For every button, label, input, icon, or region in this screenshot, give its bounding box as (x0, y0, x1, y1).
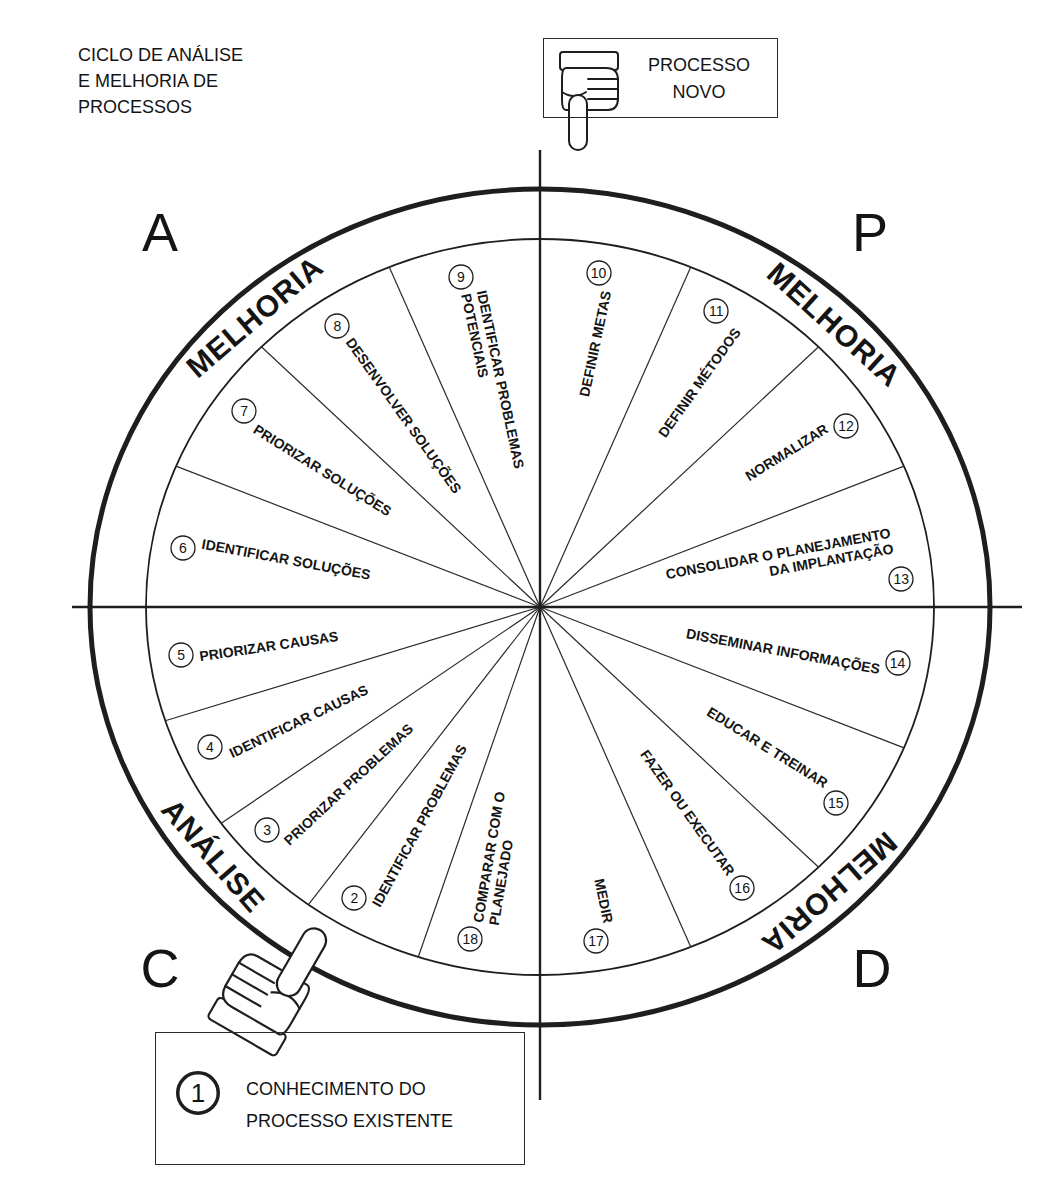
step-number: 17 (583, 928, 609, 954)
step-number: 12 (833, 413, 859, 439)
circle-outline (584, 929, 608, 953)
step-number: 15 (823, 790, 849, 816)
step-number: 6 (170, 535, 196, 561)
circle-outline (342, 886, 366, 910)
step-number-circle: 7PRIORIZAR SOLUÇÕES (231, 398, 257, 424)
quadrant-letter: C (141, 941, 180, 995)
step-number-circle: 15EDUCAR E TREINAR (823, 790, 849, 816)
circle-outline (325, 314, 349, 338)
circle-outline (449, 265, 473, 289)
step-label: EDUCAR E TREINAR (703, 705, 829, 792)
step-label: DEFINIR MÉTODOS (656, 326, 745, 441)
step-number-circle: 8DESENVOLVER SOLUÇÕES (324, 313, 350, 339)
step-label: CONSOLIDAR O PLANEJAMENTO DA IMPLANTAÇÃO (653, 526, 895, 601)
spoke-group (165, 267, 904, 957)
step-label: IDENTIFICAR SOLUÇÕES (201, 536, 372, 583)
step-number-circle: 11DEFINIR MÉTODOS (703, 298, 729, 324)
circle-outline (171, 536, 195, 560)
process-box: PROCESSO NOVO (543, 38, 778, 118)
step-label: PRIORIZAR PROBLEMAS (282, 721, 417, 849)
step-label: PRIORIZAR SOLUÇÕES (250, 422, 394, 520)
step-number-circle: 3PRIORIZAR PROBLEMAS (254, 817, 280, 843)
step-number: 16 (729, 875, 755, 901)
step-number-circle: 1 (176, 1071, 220, 1115)
step-number: 4 (197, 734, 223, 760)
step-number: 14 (885, 650, 911, 676)
diagram-title: CICLO DE ANÁLISE E MELHORIA DE PROCESSOS (78, 42, 253, 120)
step-label: PRIORIZAR CAUSAS (199, 629, 340, 665)
step-number: 13 (888, 566, 914, 592)
pointing-hand (207, 903, 341, 1057)
step-number-circle: 18COMPARAR COM O PLANEJADO (457, 926, 483, 952)
circle-outline (824, 791, 848, 815)
step-number-circle: 12NORMALIZAR (833, 413, 859, 439)
step-number: 3 (254, 817, 280, 843)
step-number-circle: 6IDENTIFICAR SOLUÇÕES (170, 535, 196, 561)
circle-outline (458, 927, 482, 951)
step-number-circle: 10DEFINIR METAS (586, 260, 612, 286)
hand-index-finger (569, 95, 587, 150)
step-label: DESENVOLVER SOLUÇÕES (343, 335, 465, 496)
circle-outline (198, 735, 222, 759)
circle-outline (232, 399, 256, 423)
spoke-line (540, 466, 904, 607)
circle-outline (587, 261, 611, 285)
step-number-circle: 14DISSEMINAR INFORMAÇÕES (885, 650, 911, 676)
step-label: IDENTIFICAR CAUSAS (227, 682, 371, 761)
step-label: MEDIR (590, 877, 615, 924)
circle-outline (169, 643, 193, 667)
step-label: NORMALIZAR (743, 422, 831, 485)
circle-outline (704, 299, 728, 323)
circle-outline (730, 876, 754, 900)
box-text: CONHECIMENTO DO PROCESSO EXISTENTE (246, 1073, 468, 1137)
hand-knuckles (225, 963, 274, 1007)
step-number-circle: 16FAZER OU EXECUTAR (729, 875, 755, 901)
vertical-axis (539, 150, 541, 1100)
step-label: DISSEMINAR INFORMAÇÕES (685, 626, 881, 677)
step-number: 11 (703, 298, 729, 324)
step-number: 5 (168, 642, 194, 668)
step-label: COMPARAR COM O PLANEJADO (471, 773, 527, 926)
step-number-circle: 5PRIORIZAR CAUSAS (168, 642, 194, 668)
process-box: CONHECIMENTO DO PROCESSO EXISTENTE 1 (155, 1032, 525, 1165)
circle-outline (834, 414, 858, 438)
step-label: IDENTIFICAR PROBLEMAS POTENCIAIS (458, 289, 530, 491)
step-number-circle: 2IDENTIFICAR PROBLEMAS (341, 885, 367, 911)
hand-index-finger (272, 924, 330, 1000)
quadrant-letter: P (852, 205, 888, 259)
step-number: 8 (324, 313, 350, 339)
step-number: 2 (341, 885, 367, 911)
horizontal-axis (72, 606, 1022, 608)
step-number: 1 (176, 1071, 220, 1115)
box-text: PROCESSO NOVO (639, 52, 759, 106)
step-number: 18 (457, 926, 483, 952)
step-number: 7 (231, 398, 257, 424)
quadrant-letter: A (142, 205, 178, 259)
step-number-circle: 13CONSOLIDAR O PLANEJAMENTO DA IMPLANTAÇ… (888, 566, 914, 592)
step-number-circle: 17MEDIR (583, 928, 609, 954)
step-label: DEFINIR METAS (577, 289, 615, 398)
circle-outline (255, 818, 279, 842)
ring-label: MELHORIA (181, 251, 328, 383)
step-number-circle: 9IDENTIFICAR PROBLEMAS POTENCIAIS (448, 264, 474, 290)
quadrant-letter: D (853, 941, 892, 995)
pointing-hand (560, 52, 618, 150)
step-number: 10 (586, 260, 612, 286)
step-number: 9 (448, 264, 474, 290)
circle-outline (886, 651, 910, 675)
hand-knuckles (588, 79, 618, 99)
step-label: IDENTIFICAR PROBLEMAS (370, 743, 471, 910)
ring-label: MELHORIA (762, 258, 907, 393)
step-number-circle: 4IDENTIFICAR CAUSAS (197, 734, 223, 760)
circle-outline (889, 567, 913, 591)
